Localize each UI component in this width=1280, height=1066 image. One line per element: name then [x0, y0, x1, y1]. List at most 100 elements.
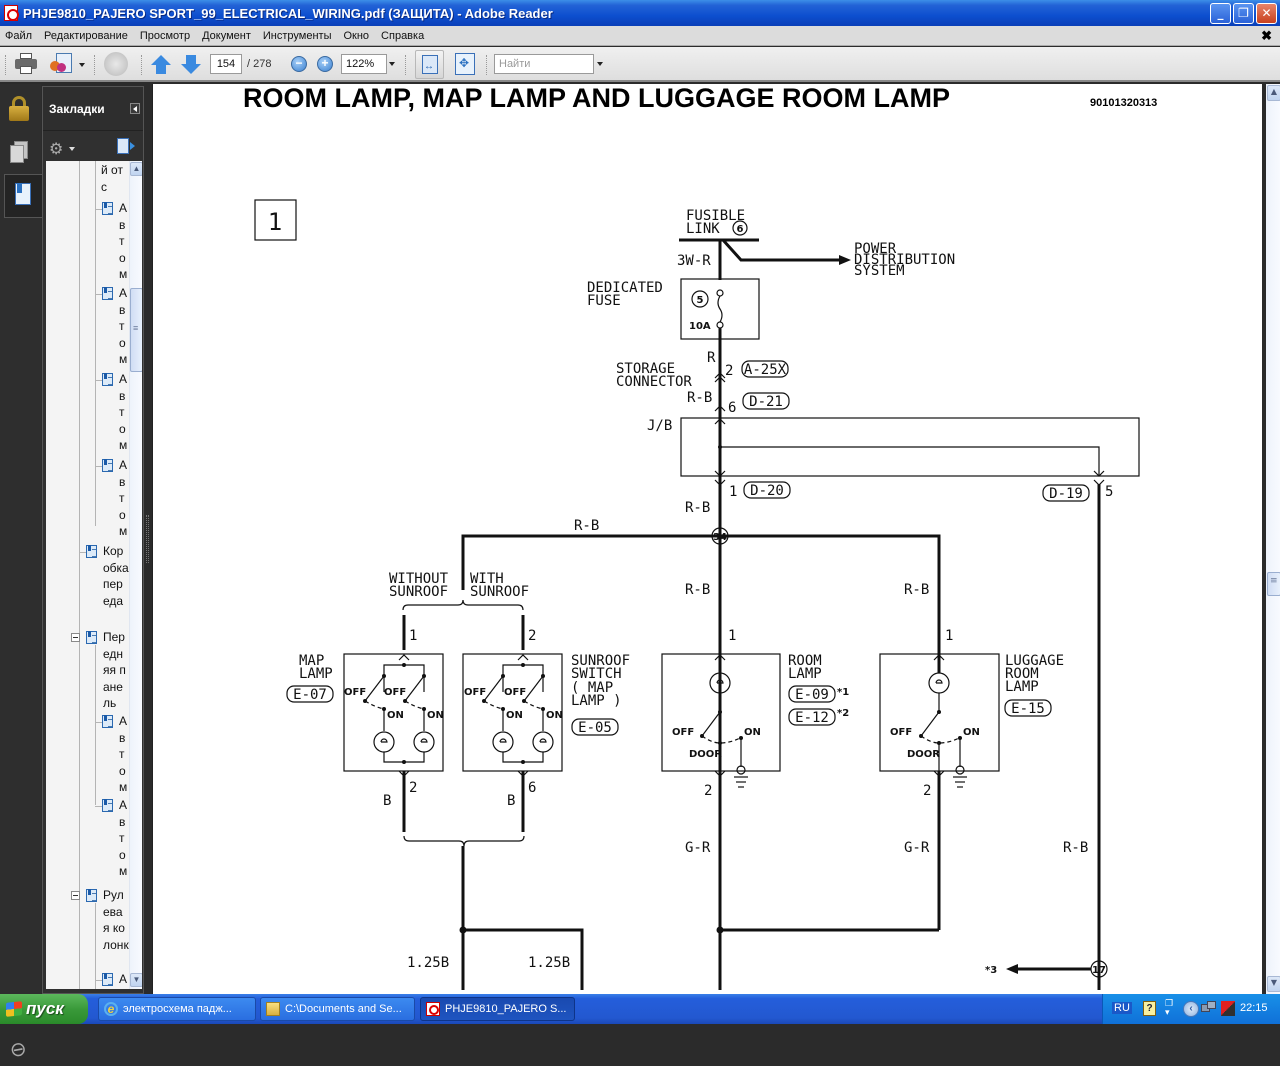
close-document-icon[interactable]: ✖ — [1261, 28, 1272, 43]
expand-bookmark-button[interactable] — [117, 138, 137, 156]
options-dropdown-icon[interactable] — [69, 147, 75, 151]
fuse-icon — [717, 295, 723, 323]
fusible-link-circle — [732, 220, 748, 236]
bookmark-item[interactable]: Коробка переда — [103, 544, 129, 608]
restore-tray-icon[interactable]: ❐▾ — [1165, 998, 1174, 1017]
fusible-link-number: 6 — [737, 224, 744, 235]
close-button[interactable]: ✕ — [1256, 3, 1277, 24]
bookmarks-scrollbar[interactable]: ▲ ▼ — [129, 161, 142, 989]
search-dropdown-icon[interactable] — [597, 62, 603, 66]
switch-on-label: ON — [427, 710, 444, 721]
menu-window[interactable]: Окно — [343, 29, 370, 42]
language-indicator[interactable]: RU — [1112, 1002, 1132, 1014]
antivirus-icon[interactable] — [1221, 1001, 1235, 1016]
menu-view[interactable]: Просмотр — [139, 29, 191, 42]
prev-page-button[interactable] — [151, 55, 171, 75]
collapse-panel-button[interactable] — [130, 103, 140, 114]
luggage-lamp-circuit — [919, 650, 967, 788]
next-page-button[interactable] — [181, 55, 201, 75]
minimize-button[interactable]: _ — [1210, 3, 1231, 24]
wire-color-label: R-B — [574, 518, 599, 534]
show-hidden-icons-button[interactable]: ‹ — [1183, 1001, 1199, 1017]
zoom-dropdown-icon[interactable] — [389, 62, 395, 66]
bookmark-item[interactable]: Рулевая колонк — [103, 888, 129, 952]
collapse-node-icon[interactable] — [71, 891, 80, 900]
help-icon[interactable]: ? — [1143, 1001, 1156, 1016]
map-lamp-box — [343, 653, 444, 772]
start-button[interactable]: пуск — [0, 994, 88, 1024]
bookmark-icon — [102, 715, 113, 728]
zoom-in-button[interactable]: + — [317, 56, 333, 72]
wire-color-label: R-B — [685, 582, 710, 598]
scroll-down-button[interactable]: ▼ — [130, 973, 142, 987]
menu-bar: Файл Редактирование Просмотр Документ Ин… — [0, 26, 1280, 46]
menu-document[interactable]: Документ — [202, 29, 251, 42]
bookmark-icon — [102, 459, 113, 472]
gear-icon[interactable]: ⚙ — [49, 139, 64, 158]
scrollbar-thumb[interactable] — [130, 288, 142, 372]
bookmark-item[interactable]: Передняя панель — [103, 630, 126, 710]
toolbar-grip[interactable] — [5, 55, 8, 75]
taskbar-item[interactable]: C:\Documents and Se... — [260, 997, 415, 1021]
page-number-input[interactable]: 154 — [210, 54, 242, 74]
search-input[interactable]: Найти — [494, 54, 594, 74]
scroll-down-button[interactable]: ▼ — [1267, 976, 1280, 992]
dedicated-fuse-label: FUSE — [587, 293, 621, 309]
fit-width-button[interactable] — [415, 50, 444, 79]
pin-number: 6 — [528, 780, 536, 796]
fuse-number: 5 — [697, 295, 704, 306]
document-view[interactable]: .w { stroke: #111; stroke-width: 3; fill… — [152, 84, 1262, 994]
fit-page-button[interactable] — [455, 53, 475, 75]
scroll-up-button[interactable]: ▲ — [130, 162, 142, 176]
collaborate-dropdown-icon[interactable] — [79, 63, 85, 67]
zoom-level-input[interactable]: 122% — [341, 54, 387, 74]
toolbar-grip — [486, 55, 489, 75]
pages-panel-button[interactable] — [0, 131, 41, 175]
switch-on-label: ON — [744, 727, 761, 738]
bookmark-item[interactable]: Автом — [119, 372, 128, 452]
bookmarks-panel-button[interactable] — [4, 174, 42, 218]
security-settings-button[interactable] — [0, 87, 41, 131]
bookmark-item[interactable]: Автом — [119, 798, 128, 878]
taskbar-item[interactable]: e электросхема падж... — [98, 997, 256, 1021]
taskbar-item-label: электросхема падж... — [123, 1003, 232, 1015]
bookmark-item[interactable]: А — [119, 972, 128, 986]
network-icon[interactable] — [1201, 1001, 1217, 1016]
taskbar-item-active[interactable]: PHJE9810_PAJERO S... — [420, 997, 575, 1021]
menu-file[interactable]: Файл — [5, 29, 33, 42]
pdf-icon — [426, 1002, 440, 1016]
window-titlebar[interactable]: PHJE9810_PAJERO SPORT_99_ELECTRICAL_WIRI… — [0, 0, 1280, 26]
connector-icon — [714, 372, 726, 383]
scrollbar-thumb[interactable] — [1267, 572, 1280, 596]
switch-on-label: ON — [506, 710, 523, 721]
menu-tools[interactable]: Инструменты — [262, 29, 332, 42]
connector-code: D-19 — [1049, 486, 1083, 502]
bookmark-item[interactable]: Автом — [119, 201, 128, 281]
zoom-out-button[interactable]: − — [291, 56, 307, 72]
bookmark-item[interactable]: Автом — [119, 714, 128, 794]
collaborate-button[interactable] — [50, 53, 72, 75]
switch-off-label: OFF — [890, 727, 912, 738]
bookmark-item[interactable]: й отс — [101, 163, 123, 194]
restore-button[interactable]: ❐ — [1233, 3, 1254, 24]
room-lamp-label: LAMP — [788, 666, 822, 682]
menu-help[interactable]: Справка — [381, 29, 425, 42]
bookmark-item[interactable]: Автом — [119, 458, 128, 538]
attachments-button[interactable]: ⊘ — [5, 1034, 35, 1065]
room-lamp-label: ROOM — [788, 653, 822, 669]
sunroof-switch-box — [462, 653, 563, 772]
document-scrollbar[interactable]: ▲ ▼ — [1262, 84, 1280, 994]
print-button[interactable] — [15, 53, 37, 75]
taskbar: пуск e электросхема падж... C:\Documents… — [0, 994, 1280, 1024]
scroll-up-button[interactable]: ▲ — [1267, 85, 1280, 101]
bracket — [402, 599, 524, 611]
footnote-marker: *2 — [837, 708, 849, 719]
fit-width-icon — [422, 55, 438, 74]
collapse-node-icon[interactable] — [71, 633, 80, 642]
luggage-lamp-label: LAMP — [1005, 679, 1039, 695]
panel-splitter[interactable] — [146, 515, 149, 563]
menu-edit[interactable]: Редактирование — [44, 29, 128, 42]
wire-color-label: R-B — [904, 582, 929, 598]
toolbar-grip — [405, 55, 408, 75]
bookmark-item[interactable]: Автом — [119, 286, 128, 366]
